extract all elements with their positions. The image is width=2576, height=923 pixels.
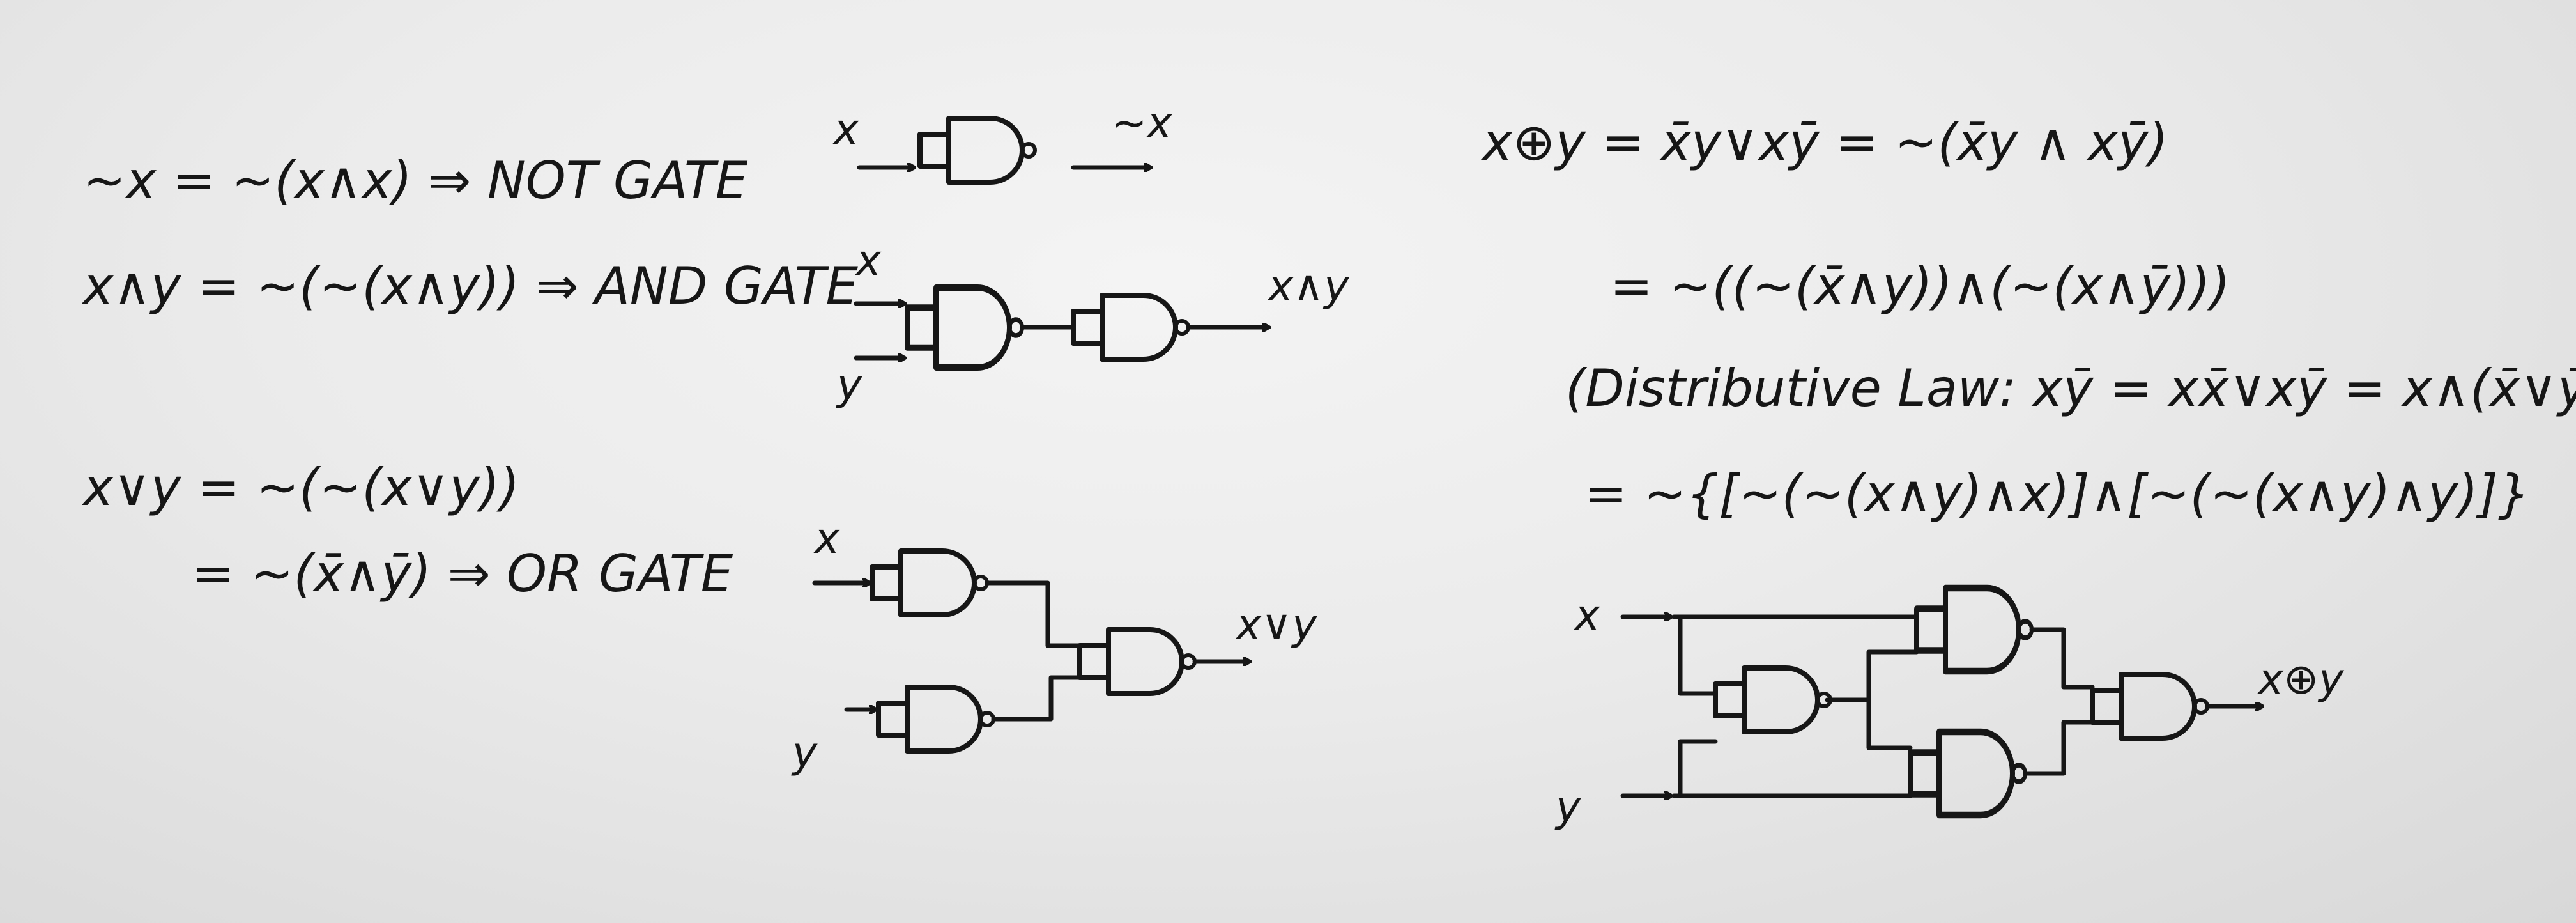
xor-final-nand-gate: [2092, 674, 2207, 738]
not-gate-circuit: x ~x: [832, 98, 1172, 182]
or-x-inverter-nand-gate: [872, 551, 987, 615]
or-input-x-label: x: [813, 514, 840, 563]
and-output-label: x∧y: [1267, 261, 1349, 311]
and-first-nand-gate: [907, 288, 1022, 368]
and-input-x-label: x: [855, 236, 882, 285]
xor-equation-line2: = ~((~(x̄∧y))∧(~(x∧ȳ))): [1610, 256, 2230, 316]
xor-equation-line1: x⊕y = x̄y∨xȳ = ~(x̄y ∧ xȳ): [1480, 112, 2168, 172]
xor-input-x-label: x: [1574, 591, 1600, 640]
xor-bottom-nand-gate: [1910, 732, 2025, 815]
or-input-y-label: y: [791, 728, 818, 777]
or-equation-line1: x∨y = ~(~(x∨y)): [81, 458, 519, 517]
xor-first-nand-gate: [1715, 668, 1830, 732]
or-final-nand-gate: [1080, 630, 1195, 694]
or-equation-line2: = ~(x̄∧ȳ) ⇒ OR GATE: [192, 544, 733, 603]
xor-output-label: x⊕y: [2257, 655, 2344, 704]
and-input-y-label: y: [836, 361, 862, 410]
xor-gate-circuit: x y x⊕y: [1554, 588, 2344, 832]
xor-top-nand-gate: [1917, 588, 2032, 671]
not-equation: ~x = ~(x∧x) ⇒ NOT GATE: [83, 151, 748, 210]
xor-equation-line4: = ~{[~(~(x∧y)∧x)]∧[~(~(x∧y)∧y)]}: [1584, 464, 2531, 524]
xor-equation-line3: (Distributive Law: xȳ = xx̄∨xȳ = x∧(x̄∨ȳ…: [1565, 359, 2576, 418]
or-output-label: x∨y: [1235, 600, 1317, 649]
and-gate-circuit: x y x∧y: [836, 236, 1349, 410]
not-input-label: x: [832, 105, 859, 154]
not-output-label: ~x: [1112, 98, 1172, 148]
or-gate-circuit: x y x∨y: [791, 514, 1317, 777]
and-equation: x∧y = ~(~(x∧y)) ⇒ AND GATE: [81, 256, 859, 316]
or-y-inverter-nand-gate: [878, 687, 993, 751]
not-nand-gate: [920, 118, 1035, 182]
and-inverter-nand-gate: [1073, 295, 1188, 359]
xor-input-y-label: y: [1554, 782, 1581, 832]
